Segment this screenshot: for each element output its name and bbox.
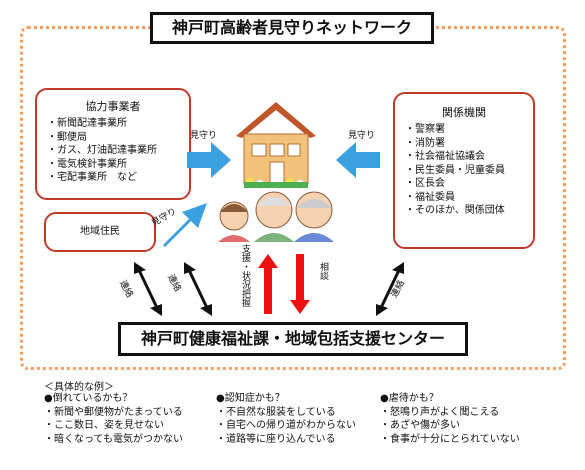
example-item: ・自宅への帰り道がわからない	[216, 420, 356, 431]
related-item: ・福祉委員	[405, 191, 455, 203]
example-column-fallen: ●倒れているかも？ ・新聞や郵便物がたまっている ・ここ数日、姿を見せない ・暗…	[44, 392, 183, 446]
elderly-people-icon	[218, 191, 334, 242]
related-item: ・警察署	[405, 124, 445, 135]
arrow-down-icon	[290, 254, 310, 314]
example-title: ●認知症かも？	[216, 393, 285, 404]
center-title: 神戸町健康福祉課・地域包括支援センター	[118, 322, 468, 356]
house-icon	[236, 102, 316, 189]
example-item: ・新聞や郵便物がたまっている	[44, 406, 183, 418]
arrow-right-icon	[187, 142, 231, 178]
examples-section: ＜具体的な例＞ ●倒れているかも？ ・新聞や郵便物がたまっている ・ここ数日、姿…	[44, 378, 574, 445]
related-heading: 関係機関	[442, 106, 486, 119]
arrow-up-icon	[258, 254, 278, 314]
partner-item: ・郵便局	[47, 131, 87, 143]
example-item: ・食事が十分にとられていない	[380, 433, 520, 445]
example-item: ・暗くなっても電気がつかない	[44, 433, 183, 445]
partners-box: 協力事業者 ・新聞配達事業所 ・郵便局 ・ガス、灯油配達事業所 ・電気検針事業所…	[35, 88, 191, 200]
examples-heading: ＜具体的な例＞	[44, 382, 114, 393]
related-organizations-box: 関係機関 ・警察署 ・消防署 ・社会福祉協議会 ・民生委員・児童委員 ・区長会 …	[393, 92, 535, 249]
related-item: ・社会福祉協議会	[405, 151, 485, 162]
arrow-diagonal-icon	[163, 203, 207, 247]
example-item: ・ここ数日、姿を見せない	[44, 420, 164, 431]
partners-heading: 協力事業者	[85, 100, 141, 113]
mimamori-label-left: 見守り	[190, 131, 218, 141]
network-title: 神戸町高齢者見守りネットワーク	[150, 12, 434, 44]
partner-item: ・電気検針事業所	[47, 158, 127, 170]
support-label: 支援・状況把握	[240, 244, 250, 307]
related-item: ・区長会	[405, 178, 445, 189]
residents-box: 地域住民	[44, 212, 156, 252]
double-arrow-middle-icon	[184, 262, 212, 316]
example-item: ・あざや傷が多い	[380, 420, 460, 431]
partner-item: ・新聞配達事業所	[47, 118, 127, 129]
residents-label: 地域住民	[80, 226, 120, 237]
related-item: ・消防署	[405, 137, 445, 149]
consult-label: 相談	[318, 262, 328, 280]
partner-item: ・ガス、灯油配達事業所	[47, 145, 157, 156]
example-column-dementia: ●認知症かも？ ・不自然な服装をしている ・自宅への帰り道がわからない ・道路等…	[216, 392, 356, 446]
example-item: ・不自然な服装をしている	[216, 406, 336, 418]
related-item: ・民生委員・児童委員	[405, 164, 505, 176]
partner-item: ・宅配事業所 など	[47, 172, 137, 183]
example-title: ●虐待かも？	[380, 393, 439, 404]
example-item: ・怒鳴り声がよく聞こえる	[380, 406, 500, 418]
double-arrow-left-icon	[134, 262, 162, 316]
example-title: ●倒れているかも？	[44, 393, 133, 404]
mimamori-label-right: 見守り	[348, 131, 376, 141]
example-column-abuse: ●虐待かも？ ・怒鳴り声がよく聞こえる ・あざや傷が多い ・食事が十分にとられて…	[380, 392, 520, 446]
related-item: ・そのほか、関係団体	[405, 205, 505, 216]
arrow-left-icon	[336, 142, 380, 178]
example-item: ・道路等に座り込んでいる	[216, 433, 336, 445]
double-arrow-right-icon	[376, 262, 404, 316]
